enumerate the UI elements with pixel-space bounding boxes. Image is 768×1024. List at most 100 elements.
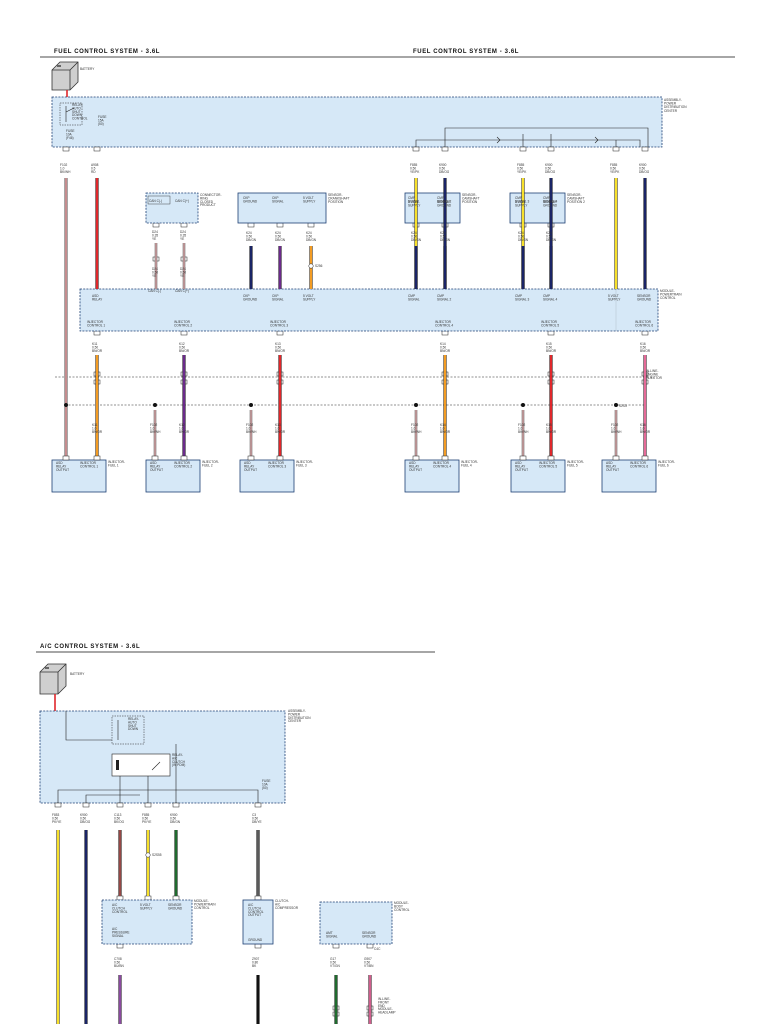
connector-pin bbox=[151, 455, 159, 461]
ac-clutch-relay bbox=[111, 753, 171, 777]
connector-pin bbox=[547, 330, 555, 336]
injector-name: INJECTOR-FUEL 1 bbox=[108, 460, 125, 468]
connector-pin bbox=[247, 455, 255, 461]
fuel-injector-1-box bbox=[51, 459, 107, 493]
wire-label: C4C bbox=[374, 947, 381, 951]
connector-ring-closed-product bbox=[145, 192, 199, 224]
fuel-title-left: FUEL CONTROL SYSTEM - 3.6L bbox=[54, 49, 160, 55]
connector-pin bbox=[641, 330, 649, 336]
connector-pin bbox=[441, 330, 449, 336]
connector-pin bbox=[144, 895, 152, 901]
wire-label: S2S3 bbox=[619, 404, 627, 408]
connector-pin bbox=[172, 802, 180, 808]
fuel-power-distribution-center bbox=[51, 96, 663, 148]
ac-battery-label: BATTERY bbox=[70, 672, 85, 676]
connector-pin bbox=[276, 330, 284, 336]
connector-pin bbox=[144, 802, 152, 808]
connector-pin bbox=[547, 455, 555, 461]
ac-body-control-module bbox=[319, 901, 393, 945]
connector-pin bbox=[276, 455, 284, 461]
fuel-powertrain-control-module bbox=[79, 288, 659, 332]
wire-label: CAN C(+) bbox=[175, 199, 189, 203]
connector-pin bbox=[116, 802, 124, 808]
connector-pin bbox=[441, 455, 449, 461]
connector-pin bbox=[412, 146, 420, 152]
injector-name: INJECTOR-FUEL 4 bbox=[461, 460, 478, 468]
connector-pin bbox=[254, 802, 262, 808]
splice-junction bbox=[521, 403, 525, 407]
connector-pin bbox=[254, 943, 262, 949]
connector-pin bbox=[332, 943, 340, 949]
connector-pin bbox=[116, 895, 124, 901]
camshaft-sensor-1-box bbox=[404, 192, 461, 224]
injector-name: INJECTOR-FUEL 5 bbox=[567, 460, 584, 468]
wire-label: CAN C(+) bbox=[175, 289, 189, 293]
connector-pin bbox=[254, 895, 262, 901]
fuel-injector-4-box bbox=[404, 459, 460, 493]
connector-pin bbox=[62, 455, 70, 461]
connector-pin bbox=[441, 146, 449, 152]
connector-pin bbox=[519, 146, 527, 152]
connector-pin bbox=[641, 146, 649, 152]
connector-pin bbox=[247, 222, 255, 228]
connector-pin bbox=[412, 455, 420, 461]
